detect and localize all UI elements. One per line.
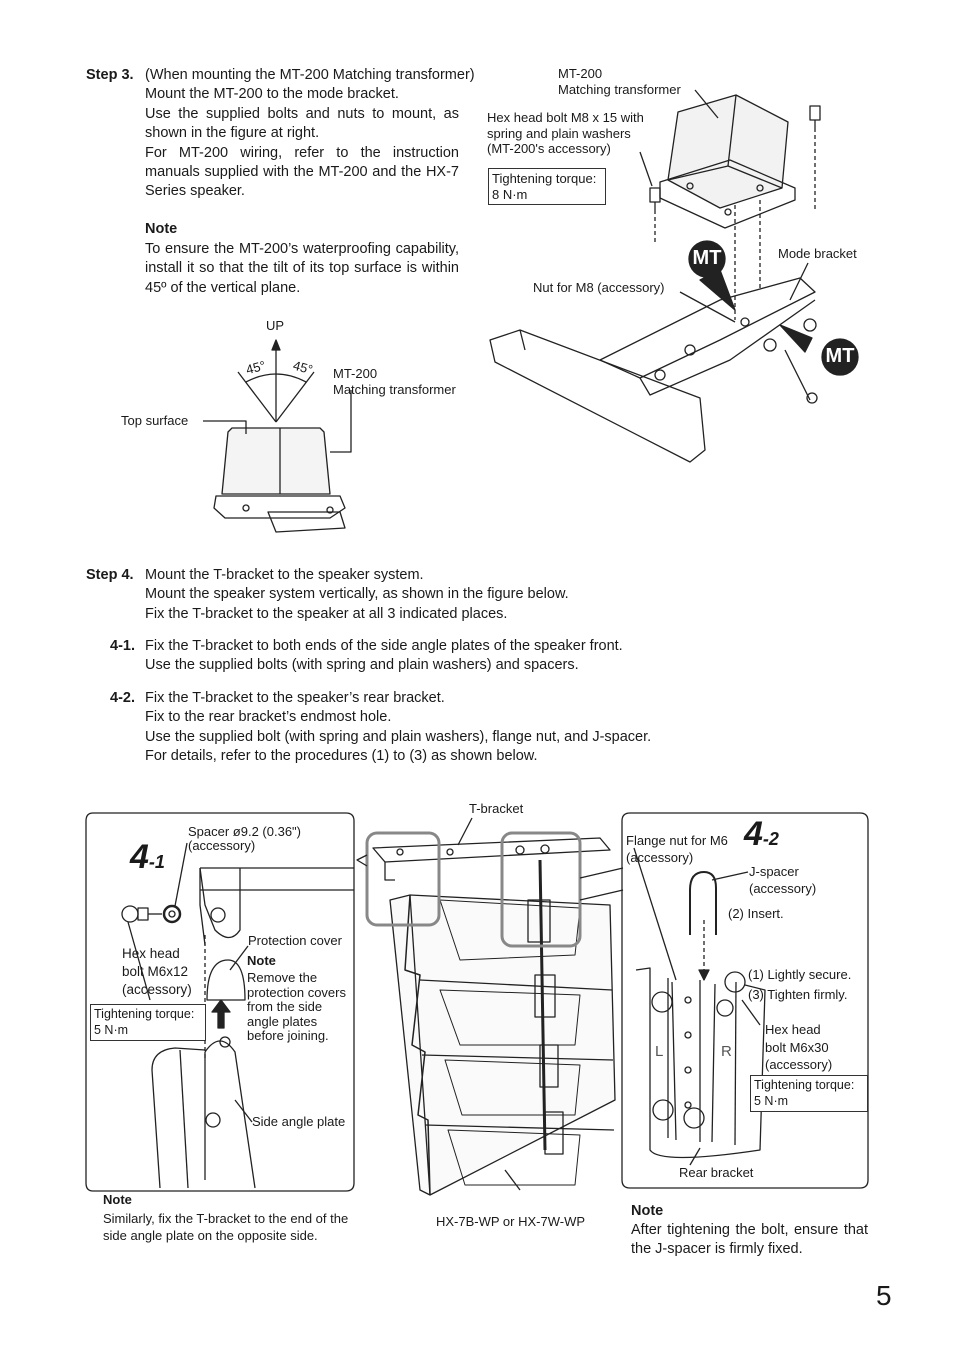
step42-label: 4-2. — [110, 690, 135, 706]
step4-line-1: Mount the T-bracket to the speaker syste… — [145, 567, 424, 583]
page-number: 5 — [876, 1280, 892, 1311]
panel-4-1-art — [85, 812, 355, 1192]
panel42-torque-box: Tightening torque: 5 N·m — [750, 1075, 868, 1112]
step3-note-text: To ensure the MT-200’s waterproofing cap… — [145, 241, 459, 296]
panel-4-2-art — [621, 812, 869, 1189]
t-bracket-label: T-bracket — [469, 801, 524, 816]
step3-note-title: Note — [145, 221, 178, 237]
panel41-num: 4 — [130, 838, 149, 876]
step41-label: 4-1. — [110, 638, 135, 654]
spacer-label: Spacer ø9.2 (0.36") (accessory) — [188, 824, 302, 853]
panel41-sub: -1 — [148, 852, 165, 872]
mt-badge-graphics — [688, 240, 859, 376]
panel41-torque-box: Tightening torque: 5 N·m — [90, 1004, 206, 1041]
side-angle-plate-label: Side angle plate — [252, 1114, 346, 1129]
mt-badge-2: MT — [825, 345, 855, 367]
rear-bracket-label: Rear bracket — [679, 1165, 754, 1180]
mt-transformer-label: MT-200 Matching transformer — [558, 66, 681, 97]
panel42-heading: 4-2 — [744, 815, 779, 854]
protection-cover-label: Protection cover — [248, 933, 342, 948]
left-marker: L — [655, 1043, 664, 1060]
step3-line-3: Use the supplied bolts and nuts to mount… — [145, 105, 459, 142]
hex-bolt-m6x12-label: Hex head bolt M6x12 (accessory) — [122, 946, 192, 997]
step4-body: Mount the T-bracket to the speaker syste… — [145, 566, 569, 624]
step42-line-4: For details, refer to the procedures (1)… — [145, 748, 538, 765]
step42-body: Fix the T-bracket to the speaker’s rear … — [145, 689, 651, 767]
hex-bolt-m6x30-label: Hex head bolt M6x30 (accessory) — [765, 1022, 833, 1072]
j-spacer-label: J-spacer (accessory) — [749, 864, 817, 896]
tighten-firmly-label: (3) Tighten firmly. — [748, 987, 848, 1002]
panel41-heading: 4-1 — [130, 838, 165, 877]
bottom-left-note-text: Similarly, fix the T-bracket to the end … — [103, 1211, 349, 1243]
tilt-figure — [203, 339, 352, 533]
step41-line-1: Fix the T-bracket to both ends of the si… — [145, 638, 623, 654]
lightly-secure-label: (1) Lightly secure. — [748, 967, 852, 982]
bottom-right-note-text: After tightening the bolt, ensure that t… — [631, 1222, 868, 1258]
step42-line-1: Fix the T-bracket to the speaker’s rear … — [145, 690, 445, 706]
step3-label: Step 3. — [86, 67, 134, 83]
step4-line-3: Fix the T-bracket to the speaker at all … — [145, 605, 508, 622]
step42-line-2: Fix to the rear bracket’s endmost hole. — [145, 709, 392, 726]
step4-line-2: Mount the speaker system vertically, as … — [145, 586, 569, 603]
mt-badge-1: MT — [692, 247, 722, 269]
mt-torque-box: Tightening torque: 8 N·m — [488, 168, 606, 205]
step41-line-2: Use the supplied bolts (with spring and … — [145, 657, 579, 674]
step42-line-3: Use the supplied bolt (with spring and p… — [145, 728, 652, 745]
step3-body: (When mounting the MT-200 Matching trans… — [145, 66, 511, 202]
insert-step-label: (2) Insert. — [728, 906, 784, 921]
speaker-model-label: HX-7B-WP or HX-7W-WP — [436, 1214, 586, 1229]
step3-line-1: (When mounting the MT-200 Matching trans… — [145, 67, 475, 83]
flange-nut-label: Flange nut for M6 (accessory) — [626, 833, 728, 865]
step3-line-4: For MT-200 wiring, refer to the instruct… — [145, 144, 459, 200]
panel42-sub: -2 — [762, 829, 779, 849]
step4-label: Step 4. — [86, 567, 134, 583]
mt-figure — [489, 89, 821, 463]
top-surface-label: Top surface — [121, 413, 189, 428]
step3-line-2: Mount the MT-200 to the mode bracket. — [145, 86, 399, 103]
tilt-transformer-label: MT-200 Matching transformer — [333, 366, 456, 397]
panel41-note-text: Remove the protection covers from the si… — [247, 970, 346, 1043]
speaker-art — [356, 817, 624, 1196]
mt-bolt-label: Hex head bolt M8 x 15 with spring and pl… — [487, 110, 644, 156]
right-marker: R — [721, 1043, 732, 1060]
mode-bracket-label: Mode bracket — [778, 246, 857, 261]
nut-label: Nut for M8 (accessory) — [533, 280, 665, 295]
bottom-right-note-title: Note — [631, 1203, 664, 1219]
panel42-num: 4 — [744, 815, 763, 853]
step41-body: Fix the T-bracket to both ends of the si… — [145, 637, 623, 676]
panel41-note-title: Note — [247, 953, 276, 968]
bottom-left-note-title: Note — [103, 1192, 132, 1207]
up-label: UP — [266, 318, 285, 333]
